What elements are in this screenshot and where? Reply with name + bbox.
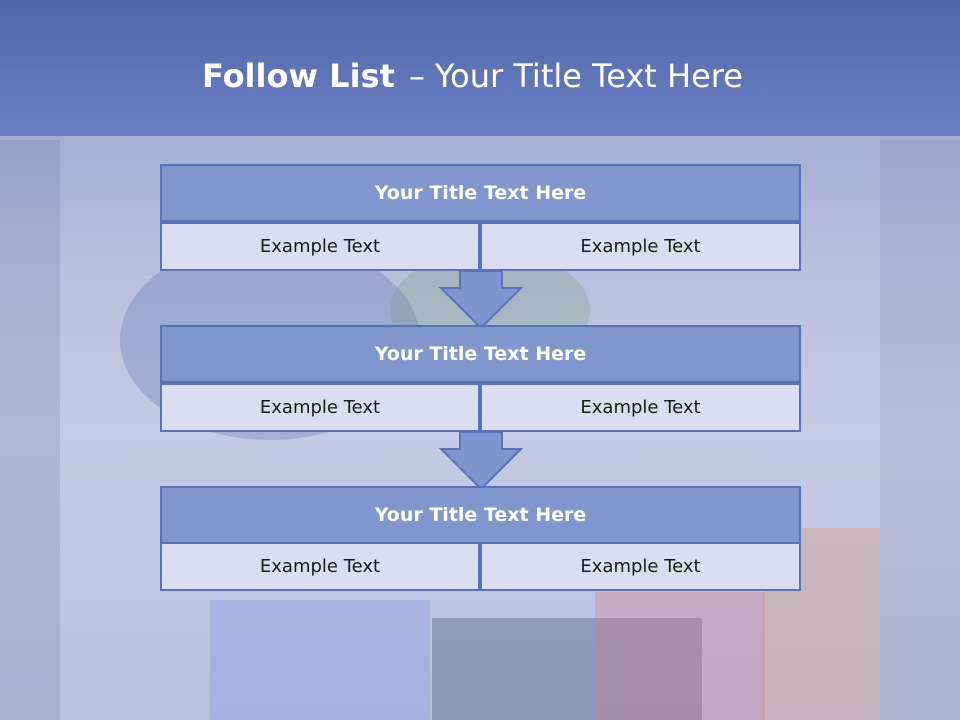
block-cell-right: Example Text [480, 542, 801, 591]
title-bold: Follow List [202, 57, 395, 95]
title-rest: Your Title Text Here [434, 57, 743, 95]
slide-title: Follow List–Your Title Text Here [202, 54, 743, 98]
block-cell-left: Example Text [160, 542, 480, 591]
block-cell-right: Example Text [480, 383, 801, 432]
block-title: Your Title Text Here [160, 486, 801, 544]
block-cell-right: Example Text [480, 222, 801, 271]
block-title: Your Title Text Here [160, 325, 801, 383]
block-title: Your Title Text Here [160, 164, 801, 222]
slide-header: Follow List–Your Title Text Here [0, 0, 960, 136]
block-cell-left: Example Text [160, 222, 480, 271]
arrow-down-icon [438, 431, 524, 491]
block-cell-left: Example Text [160, 383, 480, 432]
title-dash: – [408, 57, 425, 95]
arrow-down-icon [438, 270, 524, 330]
